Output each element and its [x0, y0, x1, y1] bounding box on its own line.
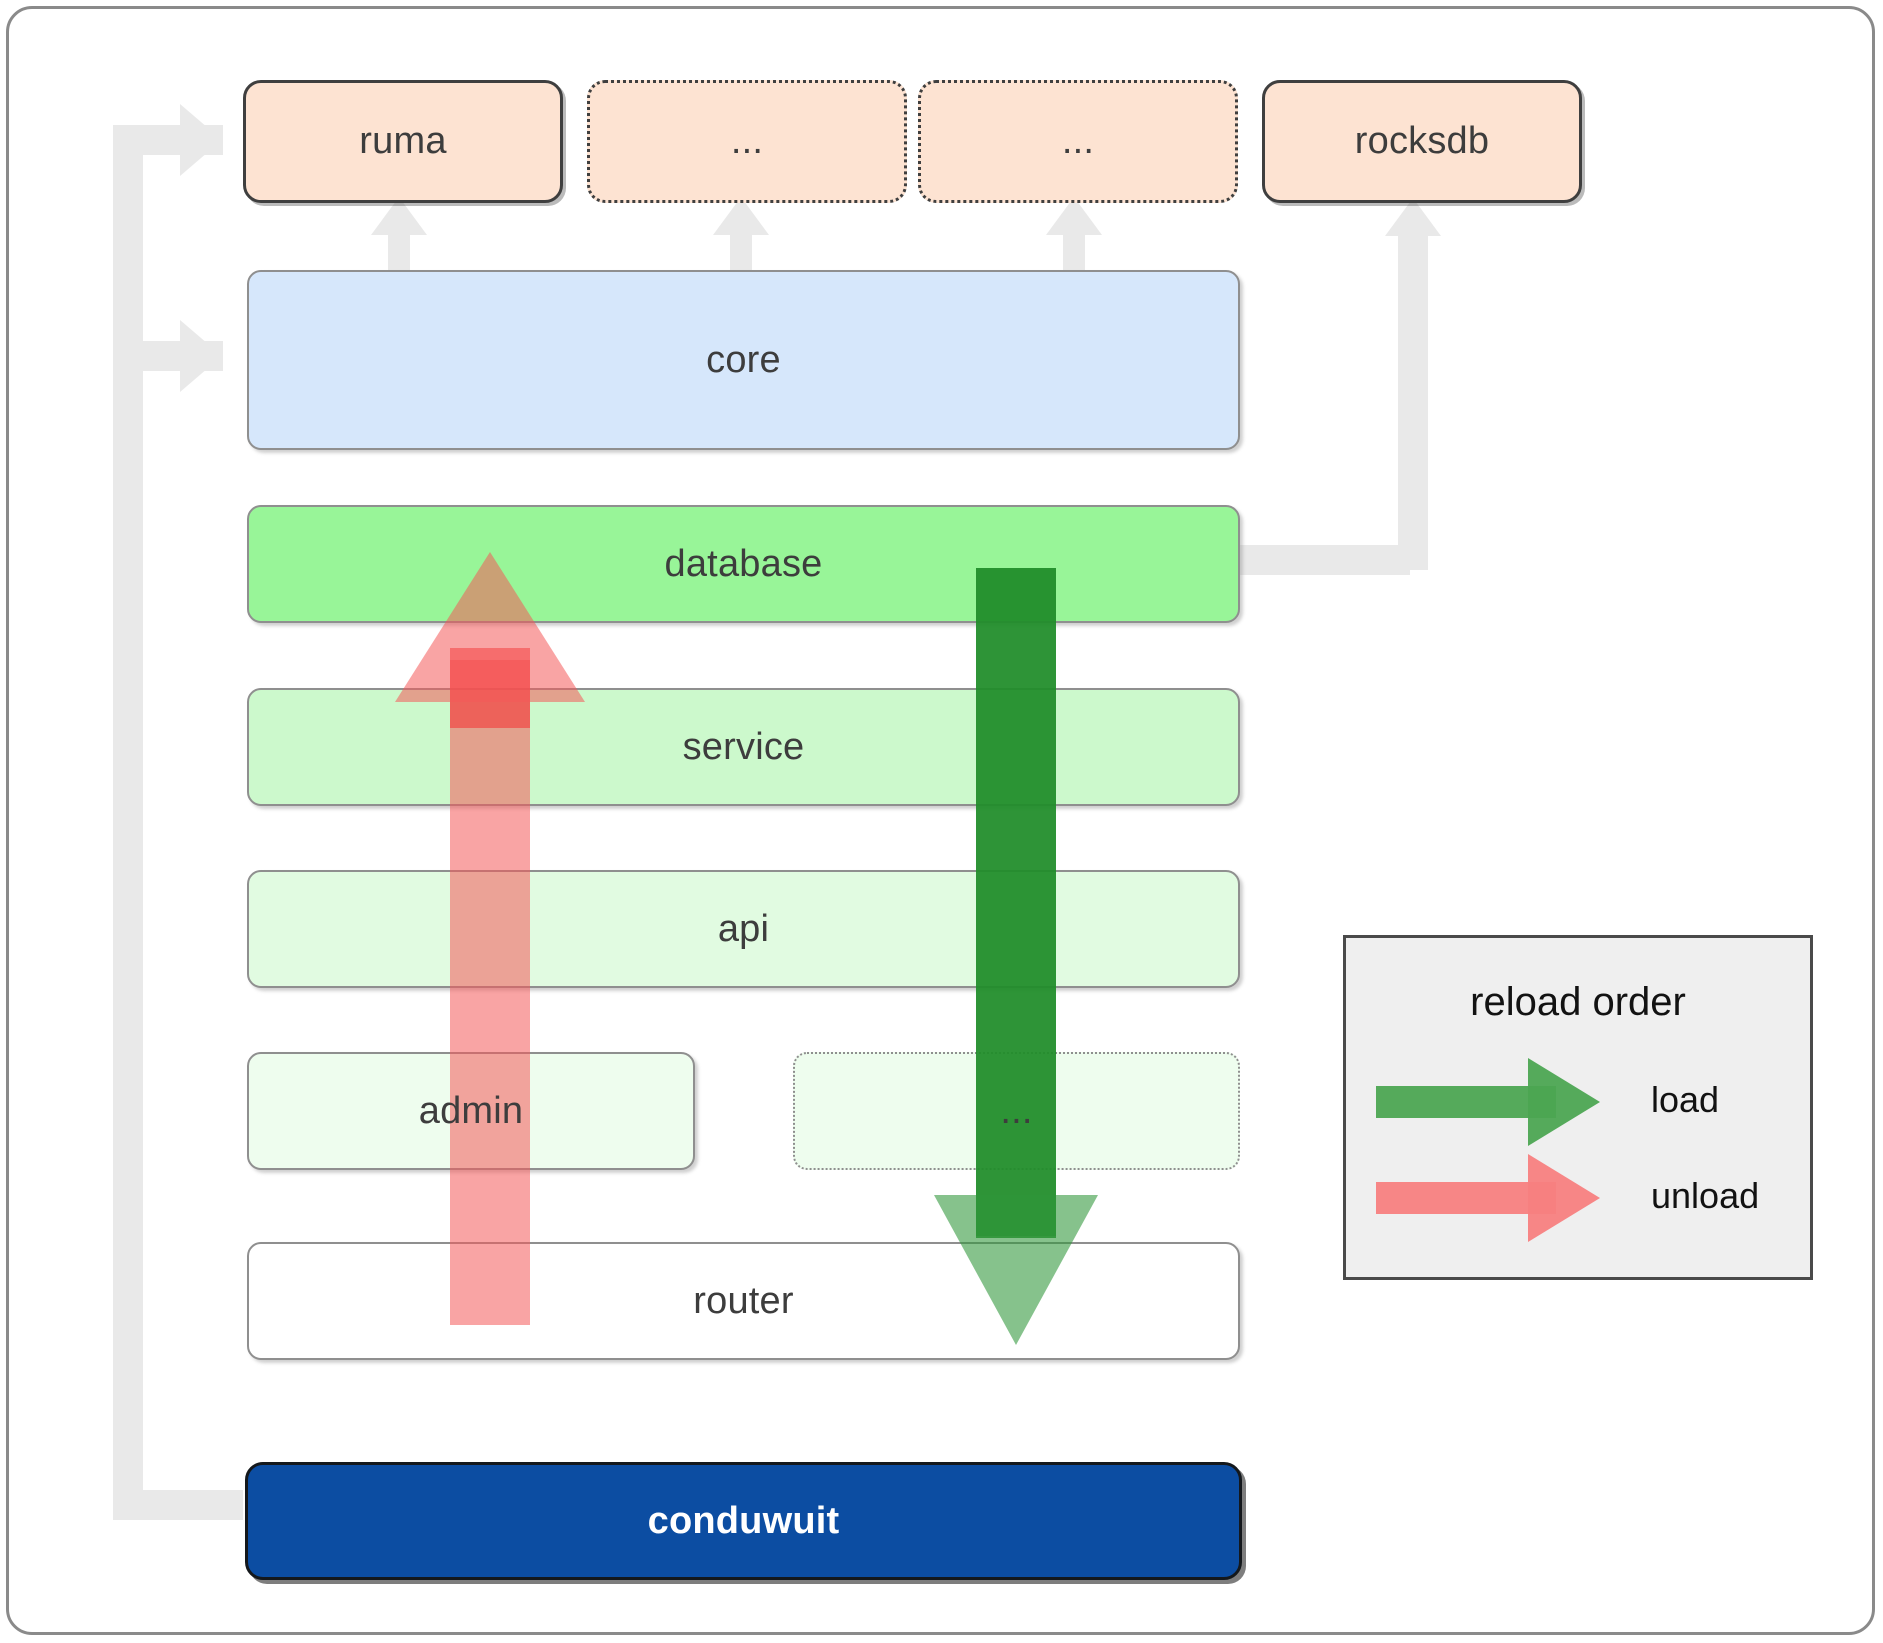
- node-conduwuit-label: conduwuit: [647, 1499, 840, 1542]
- connector-arrow-core-to-dep2-icon: [713, 197, 769, 235]
- node-admin-label: admin: [418, 1089, 524, 1132]
- connector-arrow-to-core-icon: [180, 320, 222, 392]
- legend-unload-arrow-shaft: [1376, 1182, 1556, 1214]
- node-core[interactable]: core: [247, 270, 1240, 450]
- connector-conduwuit-trunk-bottom: [113, 1490, 243, 1520]
- legend-panel: reload order load unload: [1343, 935, 1813, 1280]
- connector-arrow-to-rocksdb-icon: [1385, 198, 1441, 236]
- node-dep-placeholder-2-label: ...: [1061, 120, 1095, 162]
- legend-unload-arrow-head: [1528, 1154, 1600, 1242]
- node-conduwuit[interactable]: conduwuit: [245, 1462, 1242, 1580]
- node-router-label: router: [693, 1279, 794, 1322]
- node-service-label: service: [682, 725, 805, 768]
- node-dep-placeholder-2[interactable]: ...: [918, 80, 1238, 203]
- node-rocksdb[interactable]: rocksdb: [1262, 80, 1582, 203]
- legend-load-arrow-head: [1528, 1058, 1600, 1146]
- connector-database-to-rocksdb-vertical: [1398, 230, 1428, 570]
- connector-core-to-dep2-stem: [730, 222, 752, 274]
- connector-core-to-dep3-stem: [1063, 222, 1085, 274]
- flow-unload-head: [395, 552, 585, 702]
- node-ruma-label: ruma: [359, 120, 447, 162]
- node-ruma[interactable]: ruma: [243, 80, 563, 203]
- node-service[interactable]: service: [247, 688, 1240, 806]
- node-rocksdb-label: rocksdb: [1354, 120, 1490, 162]
- flow-load-head: [934, 1195, 1098, 1345]
- node-api-label: api: [717, 907, 770, 950]
- flow-load-core-overlap: [976, 568, 1056, 1238]
- node-layer-placeholder-label: ...: [1000, 1089, 1033, 1132]
- node-core-label: core: [706, 338, 781, 381]
- connector-arrow-core-to-ruma-icon: [371, 197, 427, 235]
- legend-load-arrow-shaft: [1376, 1086, 1556, 1118]
- node-api[interactable]: api: [247, 870, 1240, 988]
- flow-unload-shaft: [450, 660, 530, 1325]
- legend-unload-label: unload: [1651, 1175, 1760, 1216]
- node-database-label: database: [664, 542, 823, 585]
- connector-database-to-rocksdb-horizontal: [1220, 545, 1410, 575]
- connector-core-to-ruma-stem: [388, 222, 410, 274]
- diagram-outer-frame: [6, 6, 1875, 1635]
- legend-load-label: load: [1651, 1079, 1720, 1120]
- legend-title: reload order: [1470, 980, 1686, 1024]
- node-dep-placeholder-1-label: ...: [730, 120, 764, 162]
- node-dep-placeholder-1[interactable]: ...: [587, 80, 907, 203]
- connector-arrow-to-ruma-icon: [180, 104, 222, 176]
- connector-arrow-core-to-dep3-icon: [1046, 197, 1102, 235]
